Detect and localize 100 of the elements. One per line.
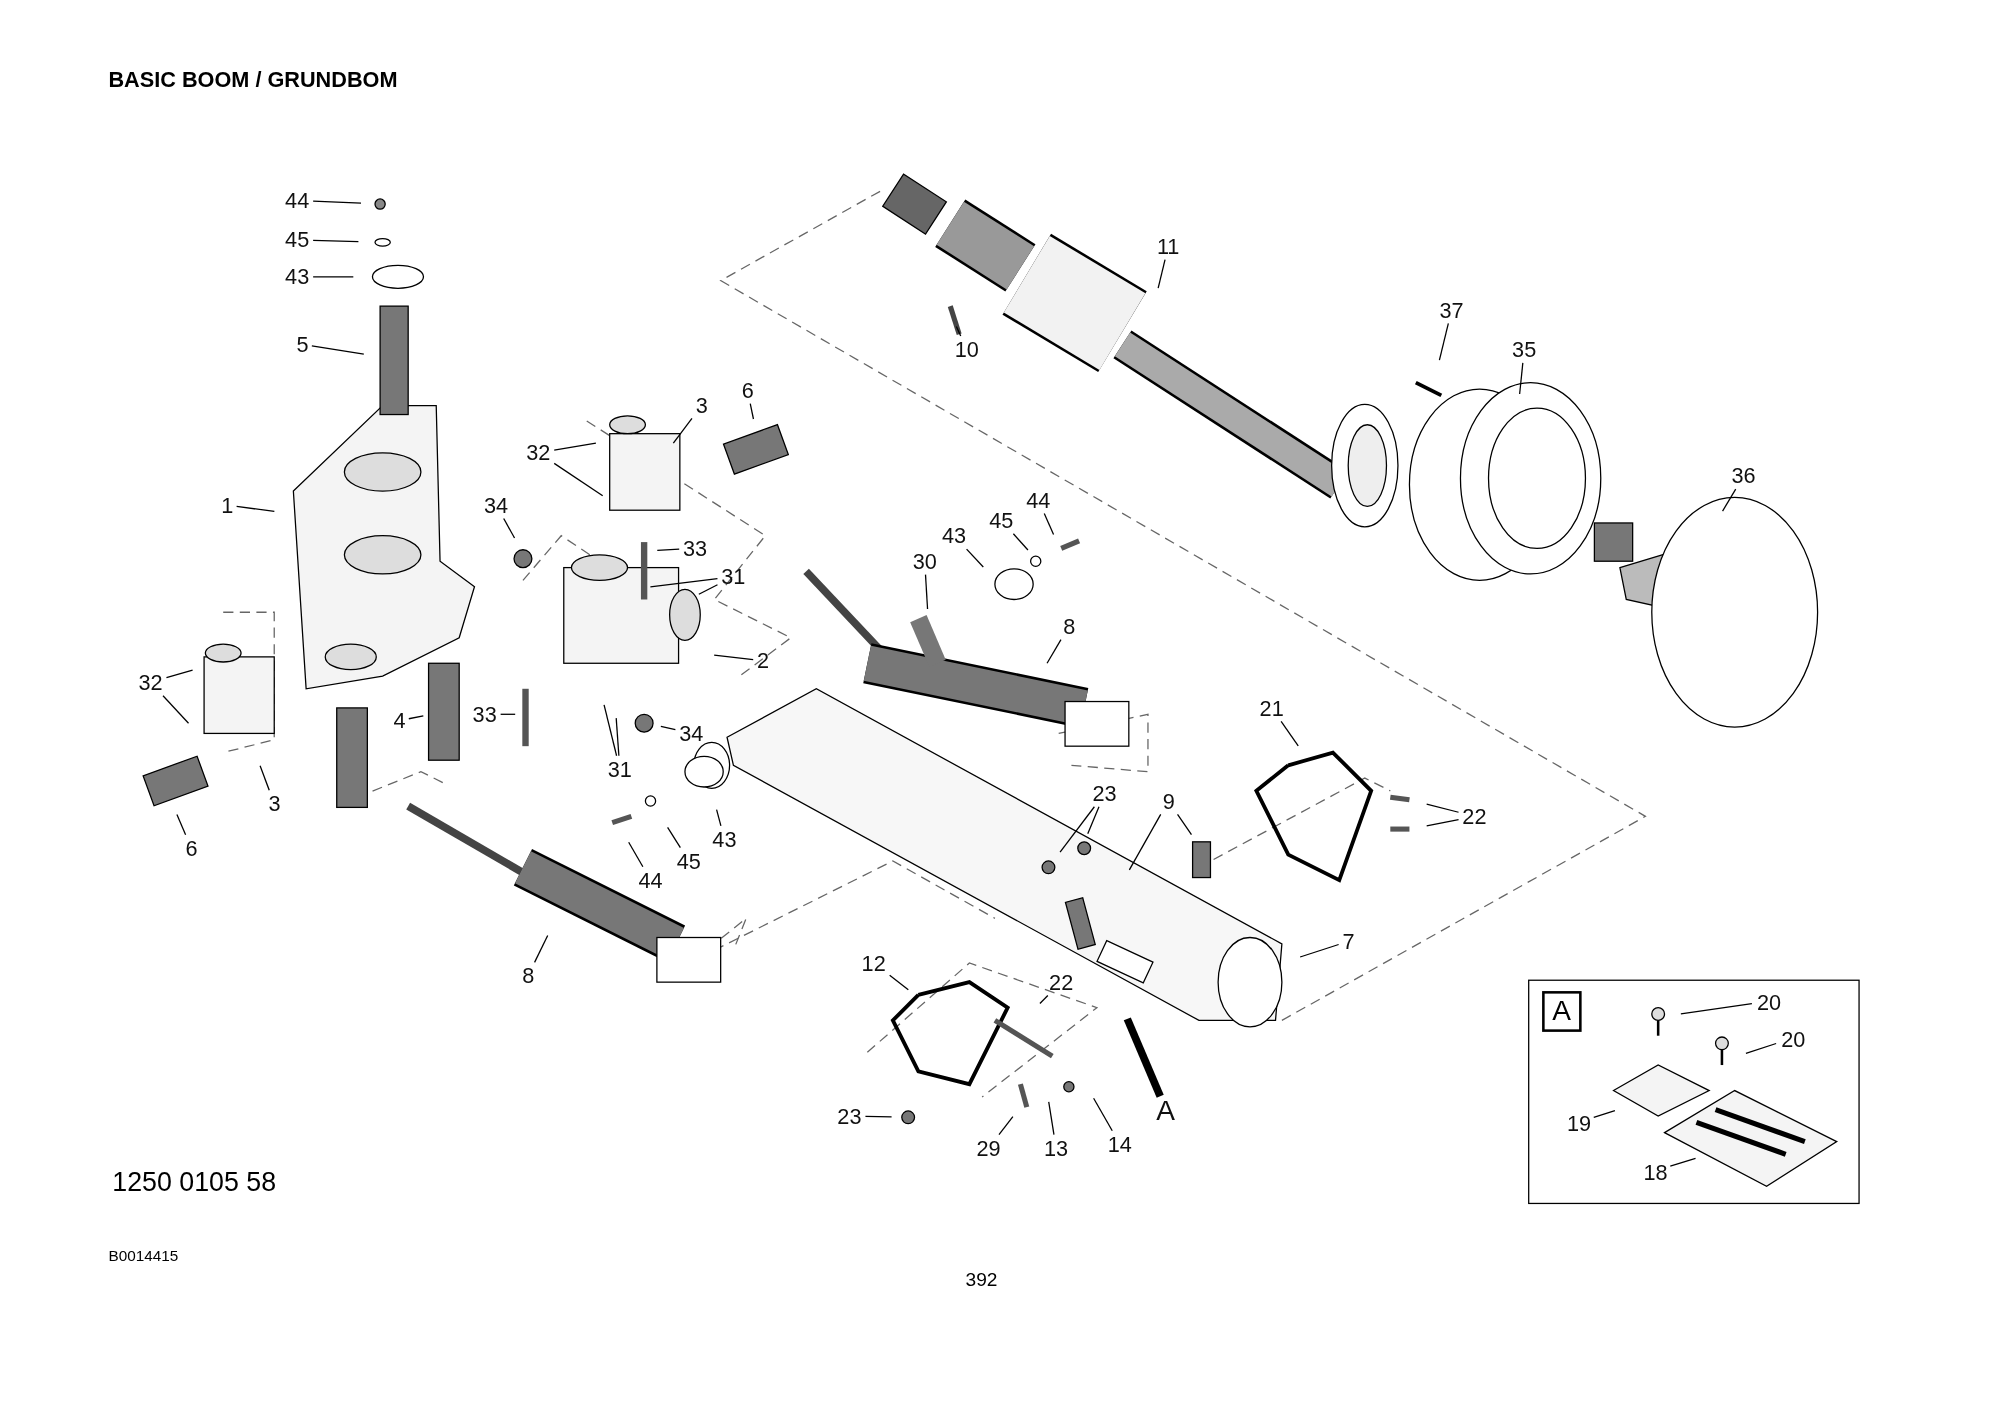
callout-number: 13 (1041, 1135, 1071, 1161)
callout-number: 43 (939, 523, 969, 548)
callout-number: A (1153, 1097, 1178, 1122)
callout-number: 3 (693, 393, 711, 418)
leader-line (1043, 512, 1055, 536)
callout-number: 37 (1436, 297, 1467, 323)
leader-line (666, 826, 681, 849)
leader-line (1048, 1101, 1055, 1136)
callout-number: 32 (523, 440, 553, 465)
leader-line (162, 695, 190, 724)
callout-number: 36 (1728, 463, 1759, 488)
leader-line (1087, 806, 1100, 835)
callout-number: 43 (709, 827, 740, 852)
leader-line (533, 934, 549, 963)
callout-number: 20 (1754, 990, 1784, 1015)
callout-number: 18 (1640, 1160, 1671, 1185)
leader-line (312, 200, 362, 204)
leader-line (1680, 1002, 1753, 1015)
leader-line (1157, 258, 1166, 289)
callout-number: 45 (986, 508, 1016, 533)
callout-number: 3 (265, 791, 284, 816)
leader-line (553, 462, 604, 497)
callout-number: 19 (1564, 1111, 1594, 1136)
callout-number: 33 (470, 702, 500, 727)
leader-line (603, 704, 618, 757)
leader-line (312, 239, 360, 243)
leader-line (1012, 533, 1029, 551)
leader-line (408, 715, 424, 720)
callout-number: 31 (718, 564, 748, 589)
leader-line (628, 841, 644, 868)
page-title: BASIC BOOM / GRUNDBOM (108, 67, 398, 94)
leader-line (235, 505, 275, 513)
leader-line (312, 276, 354, 278)
leader-line (553, 442, 597, 451)
part-number: 1250 0105 58 (112, 1167, 277, 1198)
callout-number: 21 (1257, 695, 1287, 721)
callout-number: 10 (952, 337, 982, 362)
leader-line (1059, 806, 1096, 853)
leader-line (1519, 362, 1524, 395)
callout-number: 6 (183, 836, 201, 861)
leader-line (713, 654, 754, 661)
leader-line (176, 813, 187, 836)
drawing-number: B0014415 (108, 1247, 179, 1266)
leader-line (1039, 994, 1049, 1005)
leader-line (1745, 1042, 1777, 1054)
leader-line (1426, 803, 1460, 813)
leader-line (1299, 943, 1340, 958)
callout-number: 45 (282, 227, 312, 252)
leader-line (660, 725, 676, 731)
leader-line (924, 574, 929, 610)
callout-number: 43 (282, 264, 312, 289)
leader-line (1280, 720, 1299, 747)
leader-line (1046, 639, 1062, 664)
leader-line (259, 765, 270, 791)
leader-line (998, 1116, 1014, 1136)
callout-number: 44 (1023, 487, 1053, 513)
callout-number: 4 (390, 708, 409, 733)
leader-line (649, 577, 719, 588)
leader-line (1593, 1110, 1616, 1119)
callout-number: 32 (135, 670, 166, 695)
callout-number: 33 (680, 536, 710, 561)
callout-number: 23 (834, 1103, 865, 1129)
callout-number: 34 (676, 721, 706, 746)
callout-number: 35 (1509, 337, 1539, 362)
callout-number: 45 (674, 848, 704, 874)
callout-number: 8 (1060, 614, 1078, 639)
leader-line (1092, 1097, 1113, 1132)
leader-line (965, 548, 984, 568)
callout-number: 34 (481, 493, 511, 518)
leader-line (889, 974, 909, 991)
leader-line (503, 517, 516, 539)
leader-line (698, 584, 719, 595)
leader-line (749, 403, 755, 420)
view-letter: A (1542, 991, 1582, 1032)
leader-line (1128, 813, 1162, 871)
callout-number: 44 (282, 188, 312, 213)
leader-line (1438, 322, 1449, 361)
callout-number: 9 (1160, 788, 1178, 814)
callout-number: 44 (635, 868, 666, 893)
callout-number: 31 (605, 757, 635, 782)
leader-line (1426, 818, 1460, 827)
leader-line (1721, 488, 1737, 512)
callout-number: 8 (519, 963, 537, 988)
callout-number: 23 (1089, 781, 1120, 806)
leader-line (864, 1115, 893, 1118)
callout-number: 11 (1154, 234, 1182, 259)
leader-line (656, 548, 680, 551)
leader-line (955, 325, 962, 337)
callout-number: 7 (1339, 929, 1358, 954)
callout-number: 6 (739, 378, 757, 403)
leader-line (311, 345, 365, 355)
callout-number: 30 (910, 549, 940, 574)
callout-number: 14 (1105, 1132, 1135, 1157)
leader-line (1176, 813, 1193, 836)
callout-number: 2 (754, 648, 772, 673)
leader-line (615, 717, 620, 757)
callout-number: 29 (973, 1135, 1004, 1161)
callout-number: 5 (294, 332, 312, 357)
leader-line (500, 713, 516, 715)
leader-line (715, 809, 722, 827)
